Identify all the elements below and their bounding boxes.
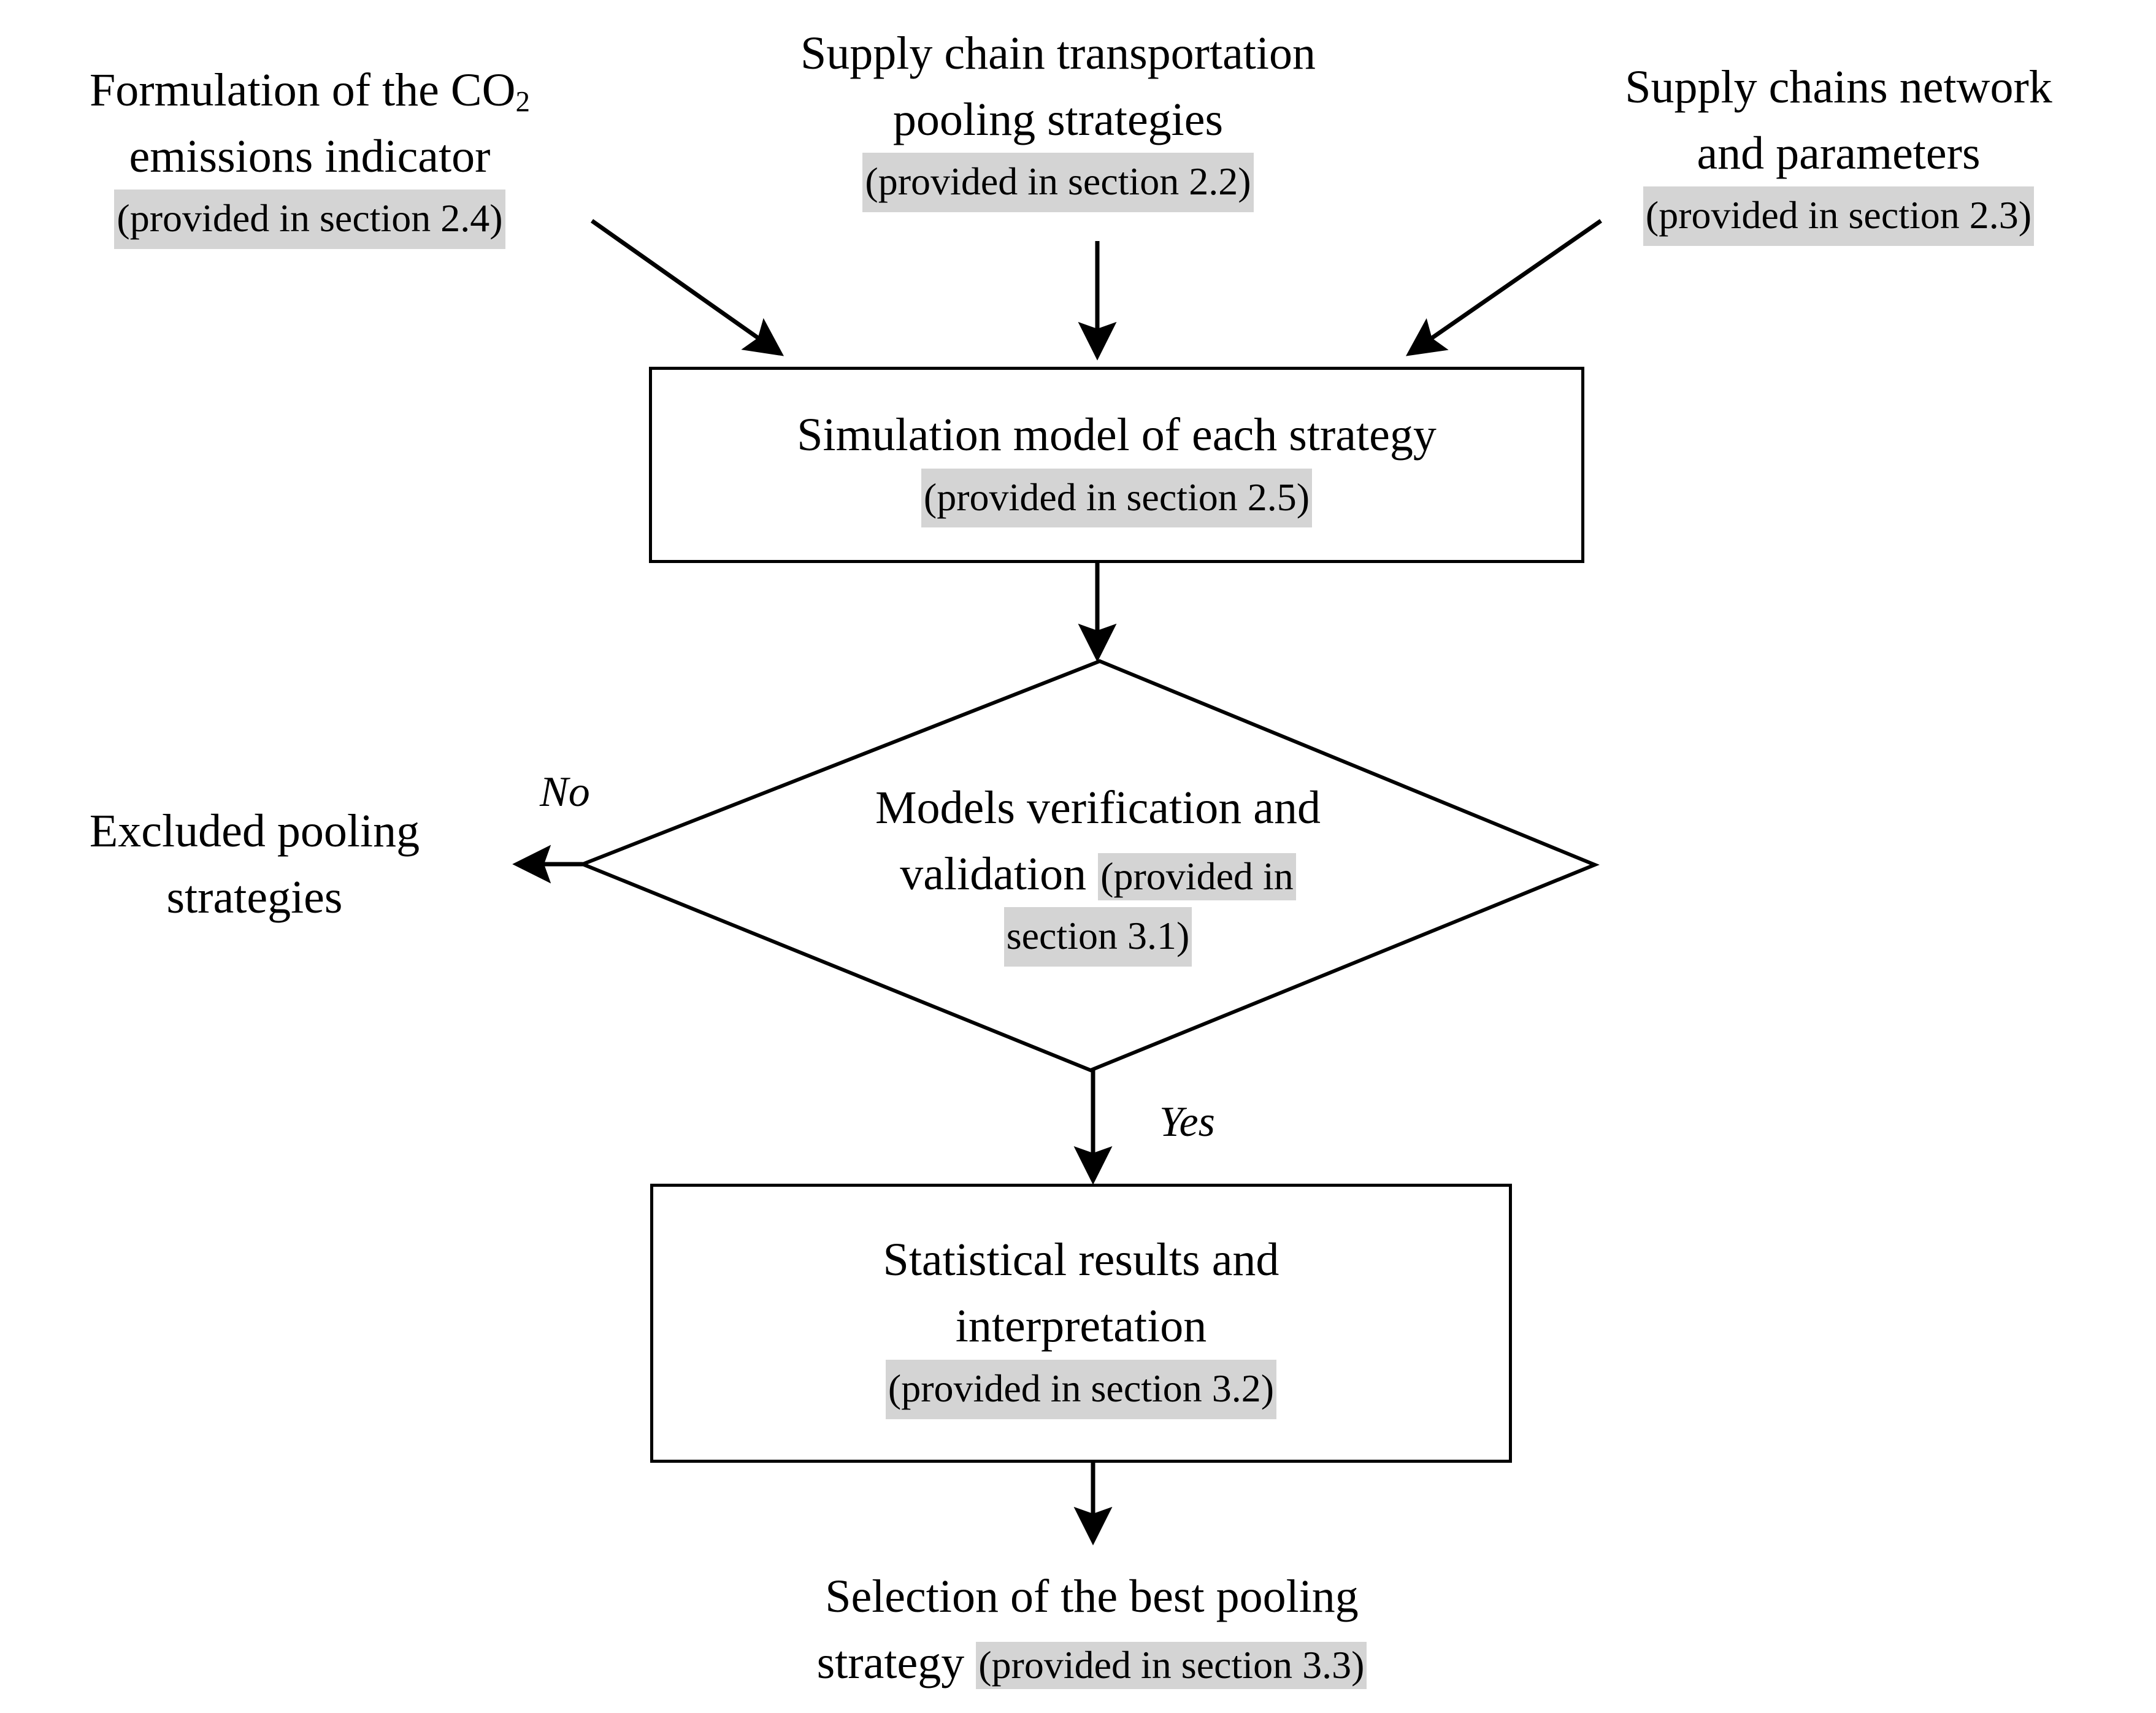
node-formulation[interactable]: Formulation of the CO2 emissions indicat… (0, 64, 620, 250)
selection-line2: strategy (provided in section 3.3) (817, 1630, 1367, 1696)
network-line1: Supply chains network (1625, 61, 2052, 113)
pooling-line1: Supply chain transportation (800, 27, 1316, 79)
simulation-line1: Simulation model of each strategy (797, 408, 1437, 461)
excluded-line2: strategies (166, 872, 343, 923)
node-statistical-results[interactable]: Statistical results and interpretation (… (650, 1184, 1512, 1463)
verification-reference-part2: section 3.1) (1003, 907, 1192, 967)
pooling-reference: (provided in section 2.2) (862, 153, 1254, 213)
node-pooling-strategies[interactable]: Supply chain transportation pooling stra… (693, 0, 1423, 233)
formulation-line1: Formulation of the CO2 (89, 64, 531, 118)
co2-subscript: 2 (515, 86, 531, 118)
network-reference: (provided in section 2.3) (1643, 186, 2035, 247)
edge-label-no: No (540, 768, 590, 816)
selection-line1: Selection of the best pooling (825, 1570, 1359, 1622)
network-line2: and parameters (1697, 127, 1981, 179)
pooling-line2: pooling strategies (892, 93, 1224, 145)
verification-line2: validation (provided in (900, 841, 1296, 908)
edge-label-yes: Yes (1159, 1098, 1215, 1146)
node-verification[interactable]: Models verification and validation (prov… (764, 770, 1432, 972)
excluded-line1: Excluded pooling (89, 805, 420, 857)
node-selection[interactable]: Selection of the best pooling strategy (… (620, 1558, 1564, 1702)
verification-reference-part1: (provided in (1098, 853, 1296, 900)
formulation-reference: (provided in section 2.4) (114, 190, 505, 250)
verification-line1: Models verification and (875, 781, 1321, 834)
selection-reference: (provided in section 3.3) (976, 1641, 1367, 1689)
simulation-reference: (provided in section 2.5) (921, 468, 1313, 528)
node-simulation-model[interactable]: Simulation model of each strategy (provi… (649, 367, 1584, 563)
statistical-line2: interpretation (955, 1300, 1207, 1352)
statistical-line1: Statistical results and (883, 1234, 1279, 1286)
statistical-reference: (provided in section 3.2) (885, 1359, 1277, 1419)
node-network-parameters[interactable]: Supply chains network and parameters (pr… (1521, 58, 2156, 247)
formulation-line2: emissions indicator (129, 130, 491, 182)
node-excluded-strategies[interactable]: Excluded pooling strategies (6, 794, 503, 935)
edge-formulation-to-simulation (590, 219, 785, 356)
